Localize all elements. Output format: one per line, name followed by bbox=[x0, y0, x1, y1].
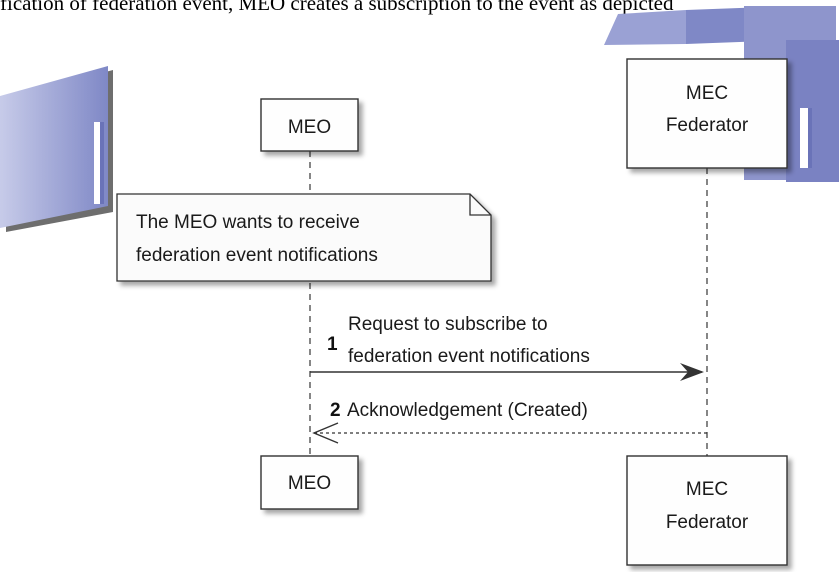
message-1-number: 1 bbox=[327, 334, 338, 355]
participant-meo-bottom: MEO bbox=[260, 455, 359, 510]
message-1-text-line2: federation event notifications bbox=[348, 346, 590, 367]
message-2: 2 Acknowledgement (Created) bbox=[312, 400, 707, 444]
participant-federator-bottom-label-line2: Federator bbox=[666, 512, 749, 533]
message-1-text-line1: Request to subscribe to bbox=[348, 314, 548, 335]
note-text-line2: federation event notifications bbox=[136, 245, 378, 266]
participant-federator-bottom: MEC Federator bbox=[626, 455, 788, 566]
message-2-text: Acknowledgement (Created) bbox=[347, 400, 588, 421]
arrowhead-icon bbox=[680, 363, 704, 381]
participant-federator-label-line1: MEC bbox=[686, 83, 728, 104]
note: The MEO wants to receive federation even… bbox=[116, 193, 492, 282]
caption-text: fication of federation event, MEO create… bbox=[0, 0, 674, 15]
participant-federator-top: MEC Federator bbox=[626, 58, 788, 169]
participant-meo-bottom-label: MEO bbox=[288, 473, 331, 494]
participant-federator-bottom-label-line1: MEC bbox=[686, 479, 728, 500]
open-arrowhead-icon bbox=[312, 422, 339, 444]
note-text-line1: The MEO wants to receive bbox=[136, 212, 360, 233]
participant-federator-label-line2: Federator bbox=[666, 115, 749, 136]
watermark-left bbox=[0, 66, 113, 232]
message-1: 1 Request to subscribe to federation eve… bbox=[310, 314, 704, 381]
participant-meo-top: MEO bbox=[260, 98, 359, 152]
participant-meo-label: MEO bbox=[288, 117, 331, 138]
message-2-number: 2 bbox=[330, 400, 341, 421]
